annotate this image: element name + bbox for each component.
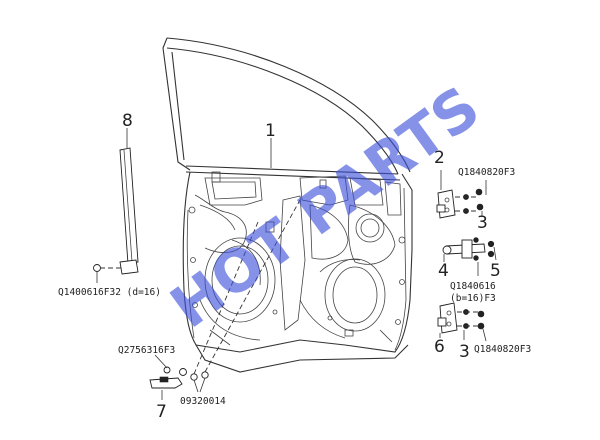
pn-screw-left: Q1400616F32 (d=16) (58, 287, 161, 298)
upper-hinge-part-2 (436, 170, 456, 219)
callout-4: 4 (438, 261, 449, 281)
pn-screw-lower-left: Q2756316F3 (118, 345, 175, 356)
pn-clip-bottom: 09320014 (180, 396, 226, 407)
lower-hinge-bolts (457, 309, 487, 342)
door-inner-panel (182, 171, 413, 373)
callout-6: 6 (434, 337, 445, 357)
callout-2: 2 (434, 148, 445, 168)
door-window-frame (162, 37, 411, 181)
pn-bolt-mid-2: (b=16)F3 (450, 293, 496, 304)
clip-09320014 (190, 199, 301, 393)
callout-3-upper: 3 (477, 213, 488, 233)
upper-hinge-bolts (455, 180, 487, 217)
callout-7: 7 (156, 402, 167, 422)
door-check-bolts (473, 237, 497, 276)
pn-bolt-mid-1: Q1840616 (450, 281, 496, 292)
pn-bolt-bottom: Q1840820F3 (474, 344, 531, 355)
callout-1: 1 (265, 121, 276, 141)
callout-8: 8 (122, 111, 133, 131)
callout-5: 5 (490, 261, 501, 281)
weatherstrip-part-8 (119, 128, 139, 275)
lower-hinge-part-6 (437, 302, 458, 338)
lower-bracket-part-7 (149, 354, 187, 400)
screw-q1400616f32 (93, 264, 121, 283)
door-check-part-4 (442, 239, 486, 262)
callout-3-lower: 3 (459, 342, 470, 362)
pn-bolt-top: Q1840820F3 (458, 167, 515, 178)
